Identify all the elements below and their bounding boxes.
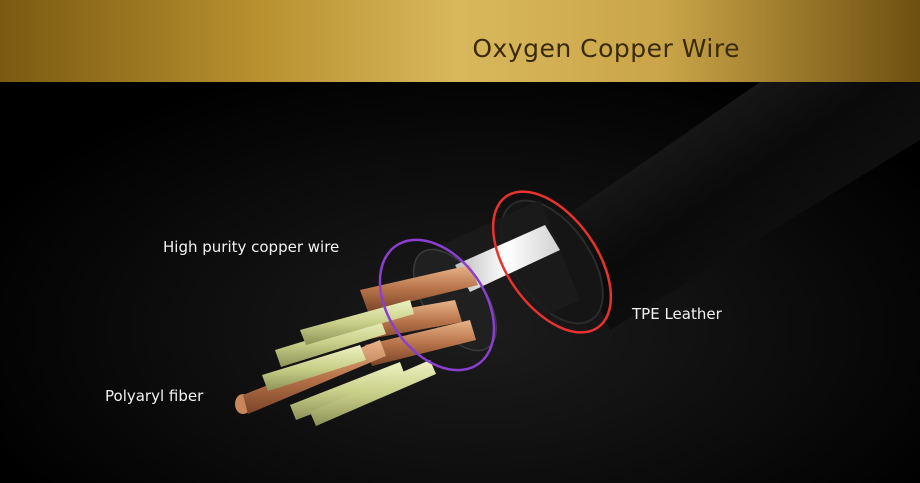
polyaryl-fiber-label: Polyaryl fiber	[105, 387, 204, 405]
fiber-strands	[262, 300, 436, 426]
banner-title: Oxygen Copper Wire	[472, 34, 740, 63]
tpe-leather-ring	[491, 190, 613, 334]
copper-wire-label: High purity copper wire	[163, 238, 340, 256]
white-insulation	[455, 225, 560, 292]
copper-wire-ring	[378, 238, 496, 372]
tpe-leather-label: TPE Leather	[632, 305, 722, 323]
gold-header-band: Oxygen Copper Wire	[0, 0, 920, 82]
